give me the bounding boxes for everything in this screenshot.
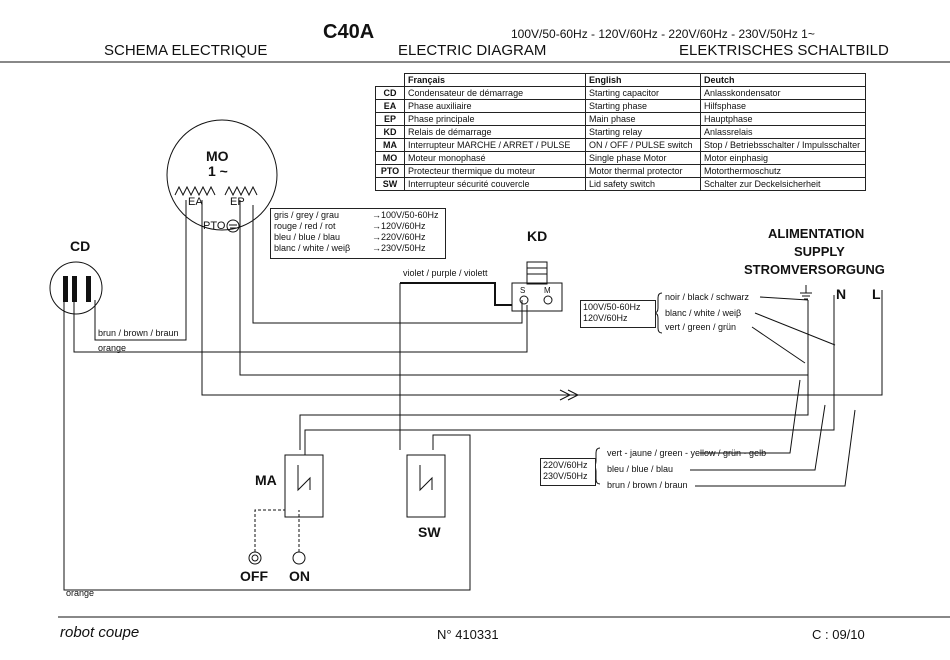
brown-wire-label: brun / brown / braun [98, 328, 179, 338]
brand-logo: robot coupe [60, 624, 140, 641]
pto-label: PTO [203, 220, 226, 232]
orange-top-label: orange [98, 343, 127, 353]
ep-label: EP [230, 196, 245, 208]
document-number: N° 410331 [437, 627, 499, 642]
kd-label: KD [527, 228, 548, 244]
lower-wire-greenyellow: vert - jaune / green - yellow / grün - g… [607, 448, 767, 458]
ma-label: MA [255, 472, 277, 488]
upper-wire-black: noir / black / schwarz [665, 292, 750, 302]
motor-phase-label: 1 ~ [208, 163, 228, 179]
wire-color-box: gris / grey / grau→100V/50-60Hz rouge / … [270, 208, 446, 259]
title-en: ELECTRIC DIAGRAM [398, 42, 547, 59]
motor-circle [166, 119, 278, 231]
supply-title-fr: ALIMENTATION [768, 226, 865, 241]
model-title: C40A [323, 21, 375, 43]
cd-label: CD [70, 238, 91, 254]
violet-wire-label: violet / purple / violett [403, 268, 488, 278]
upper-wire-green: vert / green / grün [665, 322, 737, 332]
upper-voltage-box: 100V/50-60Hz 120V/60Hz [580, 300, 656, 328]
orange-bottom-label: orange [66, 588, 95, 598]
lower-wire-brown: brun / brown / braun [607, 480, 688, 490]
motor-label: MO [206, 148, 229, 164]
legend-header-en: English [585, 73, 701, 87]
supply-l-label: L [872, 286, 881, 302]
title-de: ELEKTRISCHES SCHALTBILD [679, 42, 889, 59]
off-label: OFF [240, 568, 268, 584]
upper-wire-white: blanc / white / weiβ [665, 308, 742, 318]
ea-label: EA [188, 196, 203, 208]
lower-voltage-box: 220V/60Hz 230V/50Hz [540, 458, 596, 486]
legend-header-fr: Français [404, 73, 586, 87]
ma-switch-body [284, 454, 324, 518]
sw-switch-body [406, 454, 446, 518]
kd-m-label: M [544, 286, 551, 295]
lower-wire-blue: bleu / blue / blau [607, 464, 674, 474]
revision-code: C : 09/10 [812, 627, 865, 642]
voltage-spec: 100V/50-60Hz - 120V/60Hz - 220V/60Hz - 2… [511, 27, 815, 41]
capacitor-circle [49, 261, 103, 315]
legend-header-de: Deutch [700, 73, 866, 87]
title-fr: SCHEMA ELECTRIQUE [104, 42, 268, 59]
supply-title-de: STROMVERSORGUNG [744, 262, 885, 277]
supply-n-label: N [836, 286, 847, 302]
sw-label: SW [418, 524, 441, 540]
kd-relay-body [511, 282, 563, 312]
supply-title-en: SUPPLY [794, 244, 845, 259]
kd-s-label: S [520, 286, 526, 295]
on-label: ON [289, 568, 310, 584]
